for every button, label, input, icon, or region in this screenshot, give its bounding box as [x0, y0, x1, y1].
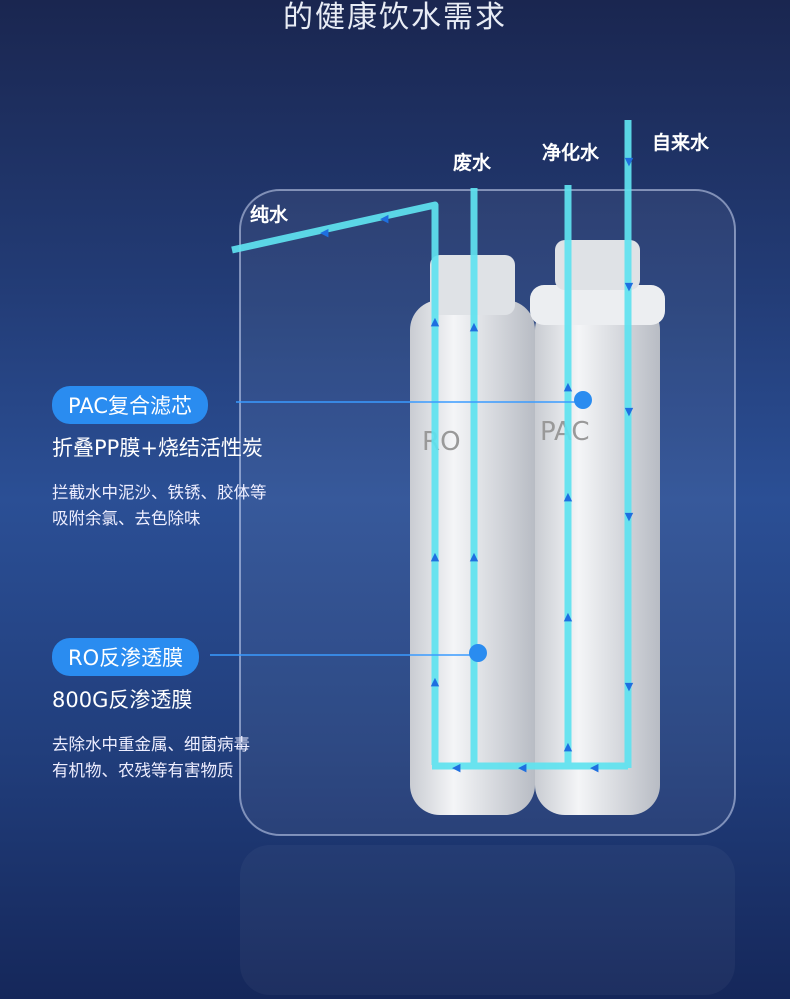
svg-text:▲: ▲ — [470, 320, 479, 333]
label-tap-water: 自来水 — [652, 132, 710, 154]
pure-water-pipe — [231, 201, 439, 765]
water-pipes — [231, 120, 632, 770]
ro-cartridge-mark: RO — [422, 427, 461, 457]
svg-text:▲: ▲ — [431, 675, 440, 688]
svg-text:▼: ▼ — [625, 155, 634, 168]
svg-text:◀: ◀ — [320, 226, 329, 239]
ro-desc-line: 有机物、农残等有害物质 — [52, 761, 234, 780]
svg-text:▼: ▼ — [625, 680, 634, 693]
pac-filter-desc: 拦截水中泥沙、铁锈、胶体等 吸附余氯、去色除味 — [52, 480, 267, 532]
svg-text:▲: ▲ — [564, 610, 573, 623]
pac-desc-line: 吸附余氯、去色除味 — [52, 509, 201, 528]
svg-text:◀: ◀ — [380, 212, 389, 225]
pac-callout-dot — [574, 391, 592, 409]
pac-desc-line: 拦截水中泥沙、铁锈、胶体等 — [52, 483, 267, 502]
label-waste-water: 废水 — [453, 152, 492, 174]
ro-filter-desc: 去除水中重金属、细菌病毒 有机物、农残等有害物质 — [52, 732, 250, 784]
flow-arrows: ▼ ▼ ▼ ▼ ▼ ▲ ▲ ▲ ▲ ▲ ▲ ▲ ▲ ▲ ◀ ◀ ◀ ◀ ◀ — [320, 155, 634, 774]
svg-text:◀: ◀ — [452, 761, 461, 774]
label-pure-water: 纯水 — [250, 204, 289, 226]
svg-text:▲: ▲ — [564, 380, 573, 393]
page-title: 的健康饮水需求 — [283, 0, 507, 35]
pac-filter-material: 折叠PP膜+烧结活性炭 — [52, 436, 263, 460]
ro-filter-material: 800G反渗透膜 — [52, 688, 193, 712]
svg-text:▼: ▼ — [625, 405, 634, 418]
svg-text:▼: ▼ — [625, 280, 634, 293]
device-reflection — [240, 845, 735, 995]
pac-cartridge: PAC — [530, 240, 665, 815]
svg-text:▲: ▲ — [431, 315, 440, 328]
svg-text:▲: ▲ — [564, 740, 573, 753]
ro-filter-badge: RO反渗透膜 — [52, 638, 200, 676]
svg-text:▲: ▲ — [564, 490, 573, 503]
svg-text:◀: ◀ — [590, 761, 599, 774]
svg-text:▲: ▲ — [431, 550, 440, 563]
svg-text:◀: ◀ — [518, 761, 527, 774]
pac-filter-badge: PAC复合滤芯 — [52, 386, 208, 424]
svg-text:▲: ▲ — [470, 550, 479, 563]
ro-desc-line: 去除水中重金属、细菌病毒 — [52, 735, 250, 754]
label-purified-water: 净化水 — [542, 142, 600, 164]
ro-callout-dot — [469, 644, 487, 662]
svg-text:▼: ▼ — [625, 510, 634, 523]
